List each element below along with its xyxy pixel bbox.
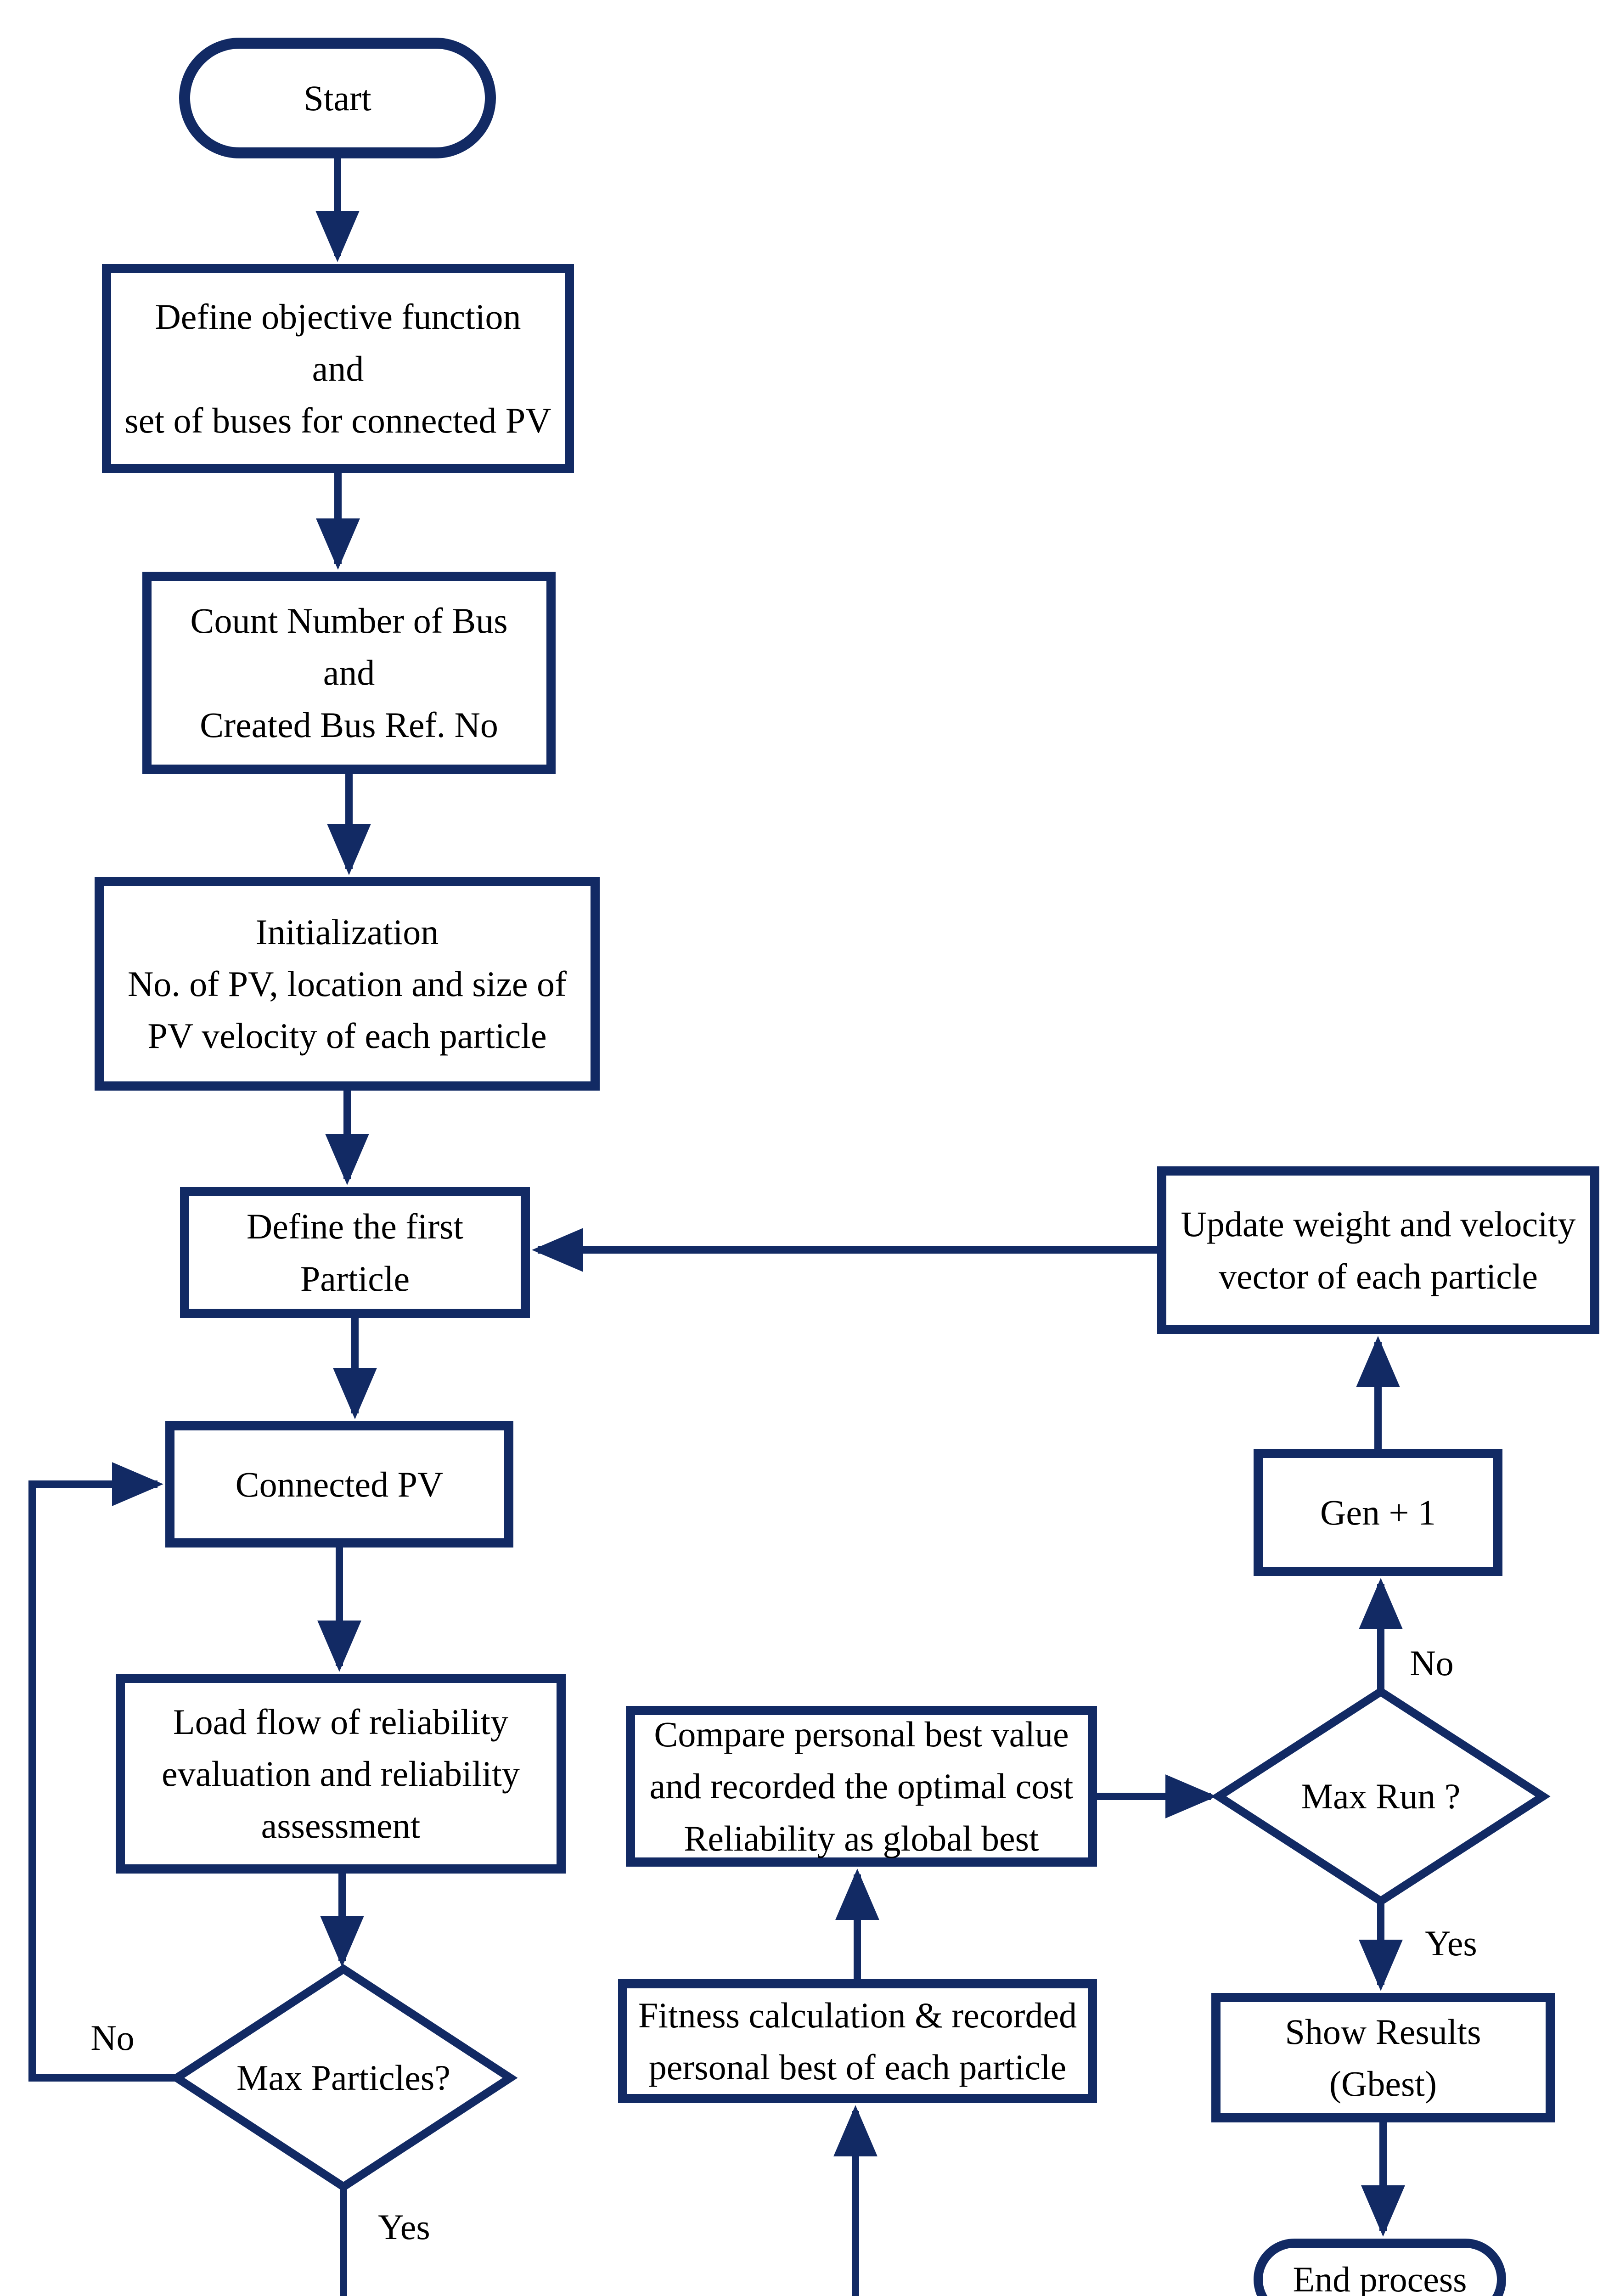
process-connected-pv-label: Connected PV: [235, 1464, 444, 1504]
process-define-objective-label: Define objective function and set of bus…: [124, 296, 551, 441]
process-update-weight: Update weight and velocity vector of eac…: [1157, 1166, 1599, 1334]
decision-max-run-shape: [1211, 1687, 1551, 1906]
process-show-results: Show Results (Gbest): [1211, 1993, 1555, 2122]
process-define-first-particle-label: Define the first Particle: [246, 1206, 464, 1299]
edge-label-max-run-no: No: [1410, 1643, 1454, 1683]
process-count-bus-label: Count Number of Bus and Created Bus Ref.…: [190, 601, 508, 745]
end-label: End process: [1293, 2259, 1467, 2296]
decision-max-particles-shape: [169, 1964, 518, 2192]
process-count-bus: Count Number of Bus and Created Bus Ref.…: [142, 572, 556, 774]
start-terminal: Start: [179, 38, 496, 158]
process-update-weight-label: Update weight and velocity vector of eac…: [1181, 1204, 1576, 1296]
process-define-first-particle: Define the first Particle: [180, 1187, 530, 1318]
process-load-flow: Load flow of reliability evaluation and …: [116, 1674, 566, 1874]
process-fitness-label: Fitness calculation & recorded personal …: [638, 1995, 1077, 2087]
decision-max-particles: Max Particles?: [177, 1969, 510, 2187]
edge-label-max-particles-no: No: [90, 2018, 135, 2058]
process-show-results-label: Show Results (Gbest): [1285, 2011, 1481, 2104]
end-terminal: End process: [1254, 2239, 1506, 2296]
decision-max-run: Max Run ?: [1219, 1692, 1543, 1901]
process-fitness: Fitness calculation & recorded personal …: [618, 1979, 1097, 2103]
process-connected-pv: Connected PV: [165, 1421, 513, 1548]
process-load-flow-label: Load flow of reliability evaluation and …: [162, 1701, 520, 1846]
edge-max-particles-yes-loop: [340, 2105, 878, 2296]
process-gen-plus-1-label: Gen + 1: [1320, 1492, 1436, 1532]
process-gen-plus-1: Gen + 1: [1254, 1449, 1502, 1576]
process-initialization-label: Initialization No. of PV, location and s…: [127, 912, 567, 1056]
start-label: Start: [304, 78, 371, 118]
edge-max-particles-no-loop: [28, 1462, 177, 2082]
process-initialization: Initialization No. of PV, location and s…: [95, 877, 600, 1091]
decision-max-particles-label: Max Particles?: [236, 2058, 450, 2098]
edge-label-max-run-yes: Yes: [1425, 1923, 1477, 1963]
process-define-objective: Define objective function and set of bus…: [102, 264, 574, 473]
process-compare: Compare personal best value and recorded…: [626, 1706, 1097, 1867]
edge-label-max-particles-yes: Yes: [378, 2207, 430, 2247]
decision-max-run-label: Max Run ?: [1301, 1776, 1461, 1816]
process-compare-label: Compare personal best value and recorded…: [649, 1714, 1074, 1858]
